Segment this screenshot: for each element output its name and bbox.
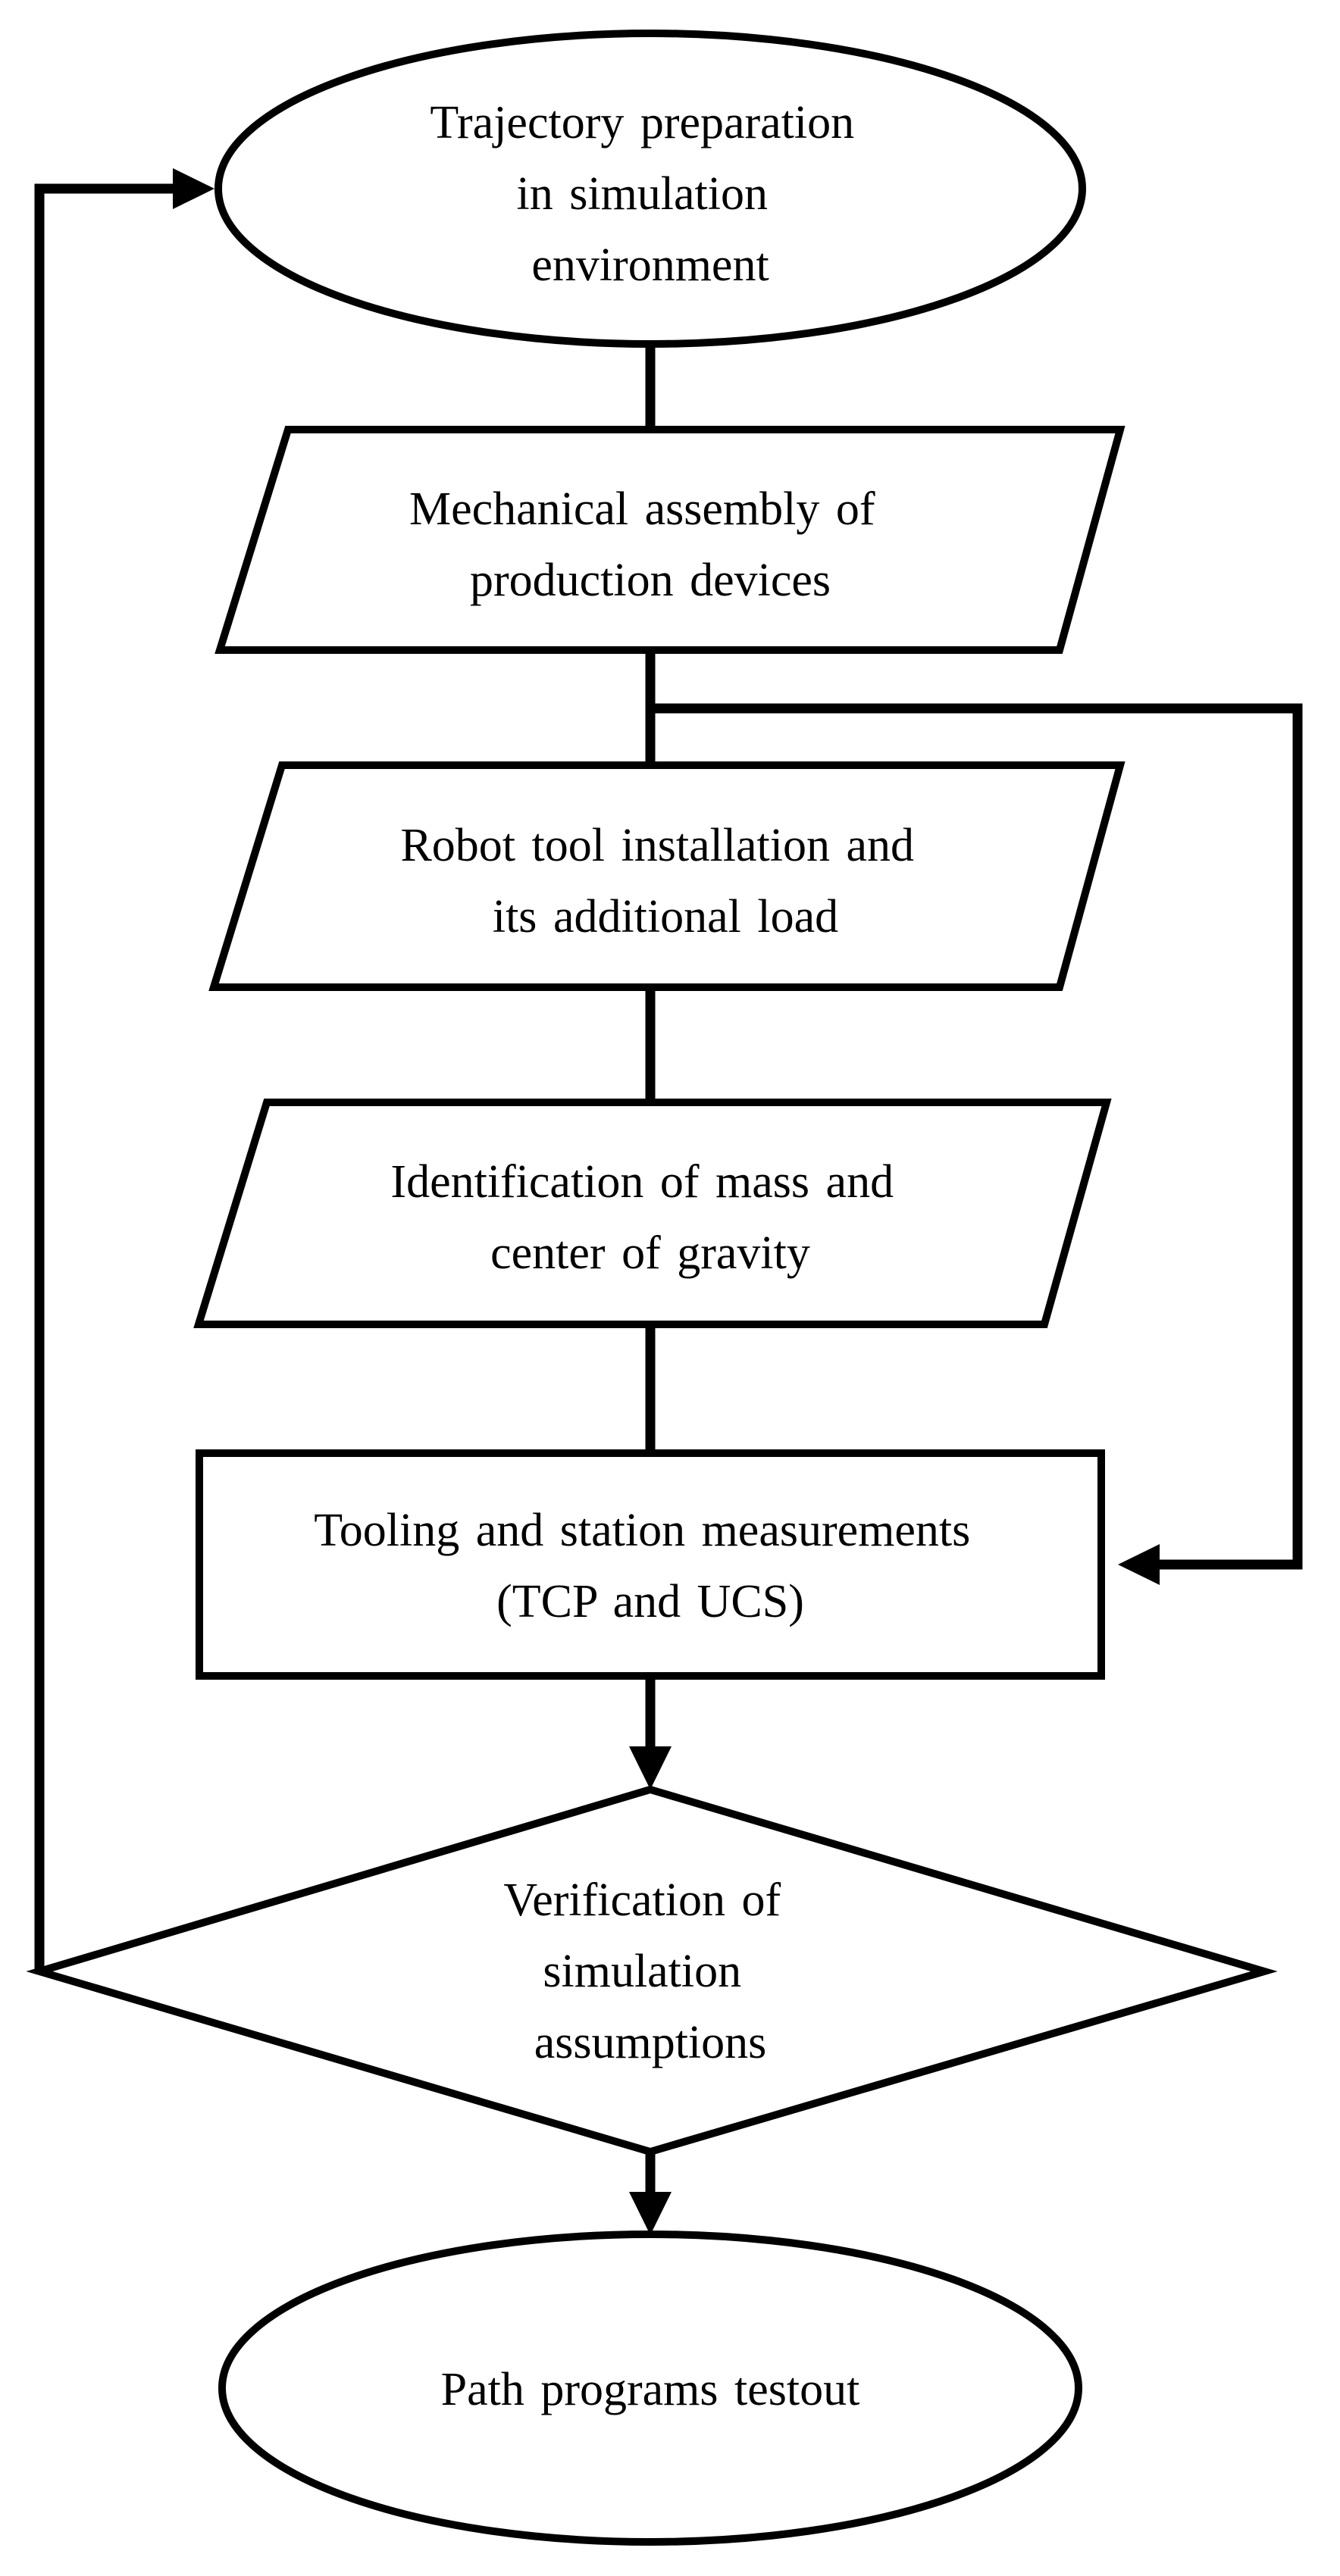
- node-identification-shape: [193, 1099, 1112, 1328]
- arrowhead-verification-top: [629, 1746, 672, 1790]
- node-tool-line: Robot tool installation and: [400, 820, 914, 871]
- node-tool-shape: [208, 761, 1126, 991]
- arrowhead-trajectory-left: [173, 168, 214, 209]
- node-identification-label: Identification of mass and center of gra…: [390, 1156, 910, 1279]
- node-assembly-shape: [214, 426, 1126, 654]
- node-trajectory-line: in simulation: [517, 168, 769, 220]
- node-trajectory-shape: [214, 30, 1086, 348]
- node-testout-line: Path programs testout: [441, 2364, 860, 2415]
- node-verification-shape: [26, 1785, 1278, 2156]
- node-verification-line: assumptions: [534, 2017, 767, 2068]
- arrowhead-testout-top: [629, 2192, 672, 2235]
- node-tool-label: Robot tool installation and its addition…: [400, 820, 930, 943]
- edge-verification-to-trajectory: [34, 183, 173, 1971]
- node-verification-line: simulation: [543, 1946, 741, 1997]
- node-assembly-line: Mechanical assembly of: [409, 483, 875, 535]
- node-assembly-line: production devices: [470, 555, 831, 606]
- node-measurements-shape: [196, 1449, 1105, 1680]
- node-identification-line: center of gravity: [490, 1227, 810, 1279]
- node-identification-line: Identification of mass and: [390, 1156, 894, 1208]
- node-tool-line: its additional load: [493, 891, 838, 943]
- node-measurements-label: Tooling and station measurements (TCP an…: [314, 1505, 987, 1627]
- edge-assembly-to-measurements: [650, 703, 1303, 1570]
- node-measurements-line: (TCP and UCS): [496, 1576, 804, 1627]
- node-testout-label: Path programs testout: [441, 2364, 860, 2415]
- node-measurements-line: Tooling and station measurements: [314, 1505, 970, 1556]
- node-verification-line: Verification of: [503, 1874, 781, 1926]
- node-verification-label: Verification of simulation assumptions: [503, 1874, 797, 2068]
- node-trajectory-line: environment: [531, 239, 769, 291]
- node-trajectory-line: Trajectory preparation: [430, 97, 854, 148]
- node-assembly-label: Mechanical assembly of production device…: [409, 483, 891, 606]
- node-trajectory-label: Trajectory preparation in simulation env…: [430, 97, 870, 291]
- node-testout-shape: [218, 2231, 1082, 2546]
- arrowhead-measurements-right: [1118, 1544, 1160, 1585]
